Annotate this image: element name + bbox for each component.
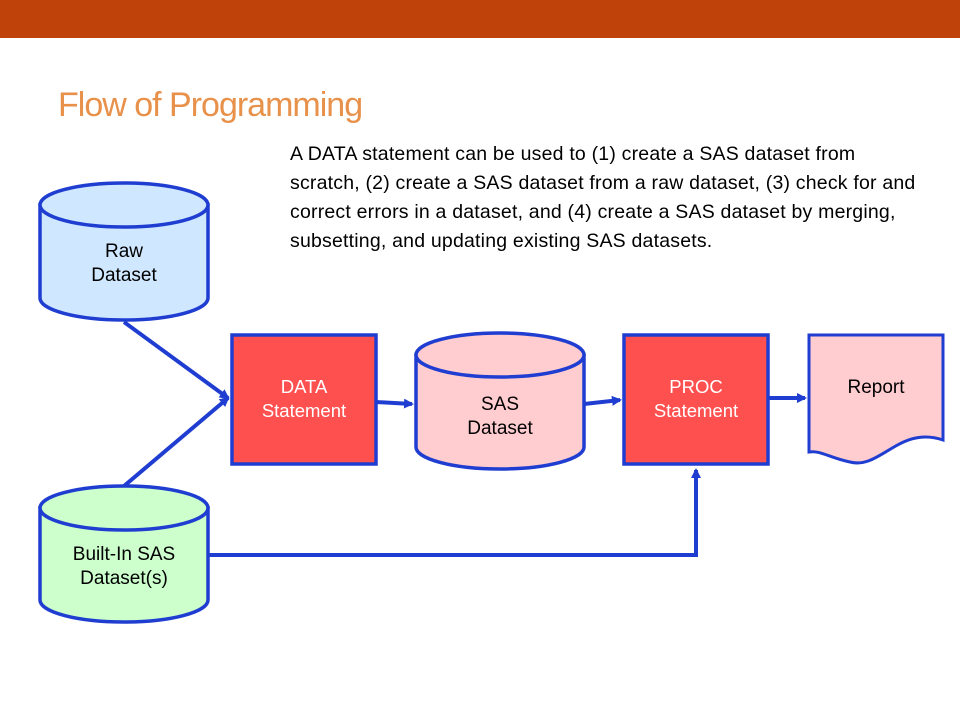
- raw-to-data-arrow: [122, 320, 230, 400]
- description-text: A DATA statement can be used to (1) crea…: [290, 143, 916, 252]
- builtin-to-proc-arrow: [208, 468, 701, 557]
- sas-dataset-label: SAS Dataset: [467, 394, 533, 439]
- data-to-sas-arrow: [375, 398, 414, 409]
- report-document: [807, 333, 945, 465]
- raw-dataset-cylinder: [38, 181, 210, 322]
- builtin-dataset-label: Built-In SAS Dataset(s): [72, 544, 176, 589]
- proc-statement-label: PROC Statement: [653, 376, 739, 421]
- top-accent-bar: [0, 0, 960, 38]
- report-label: Report: [847, 377, 905, 398]
- data-statement-box: [230, 333, 378, 466]
- builtin-dataset-cylinder: [38, 484, 210, 624]
- data-statement-label: DATA Statement: [261, 376, 347, 421]
- sas-dataset-cylinder: [414, 331, 586, 471]
- raw-dataset-label: Raw Dataset: [91, 241, 157, 286]
- builtin-to-data-arrow: [122, 396, 230, 488]
- proc-statement-box: [622, 333, 770, 466]
- slide-title: Flow of Programming: [58, 86, 363, 124]
- sas-to-proc-arrow: [583, 395, 622, 406]
